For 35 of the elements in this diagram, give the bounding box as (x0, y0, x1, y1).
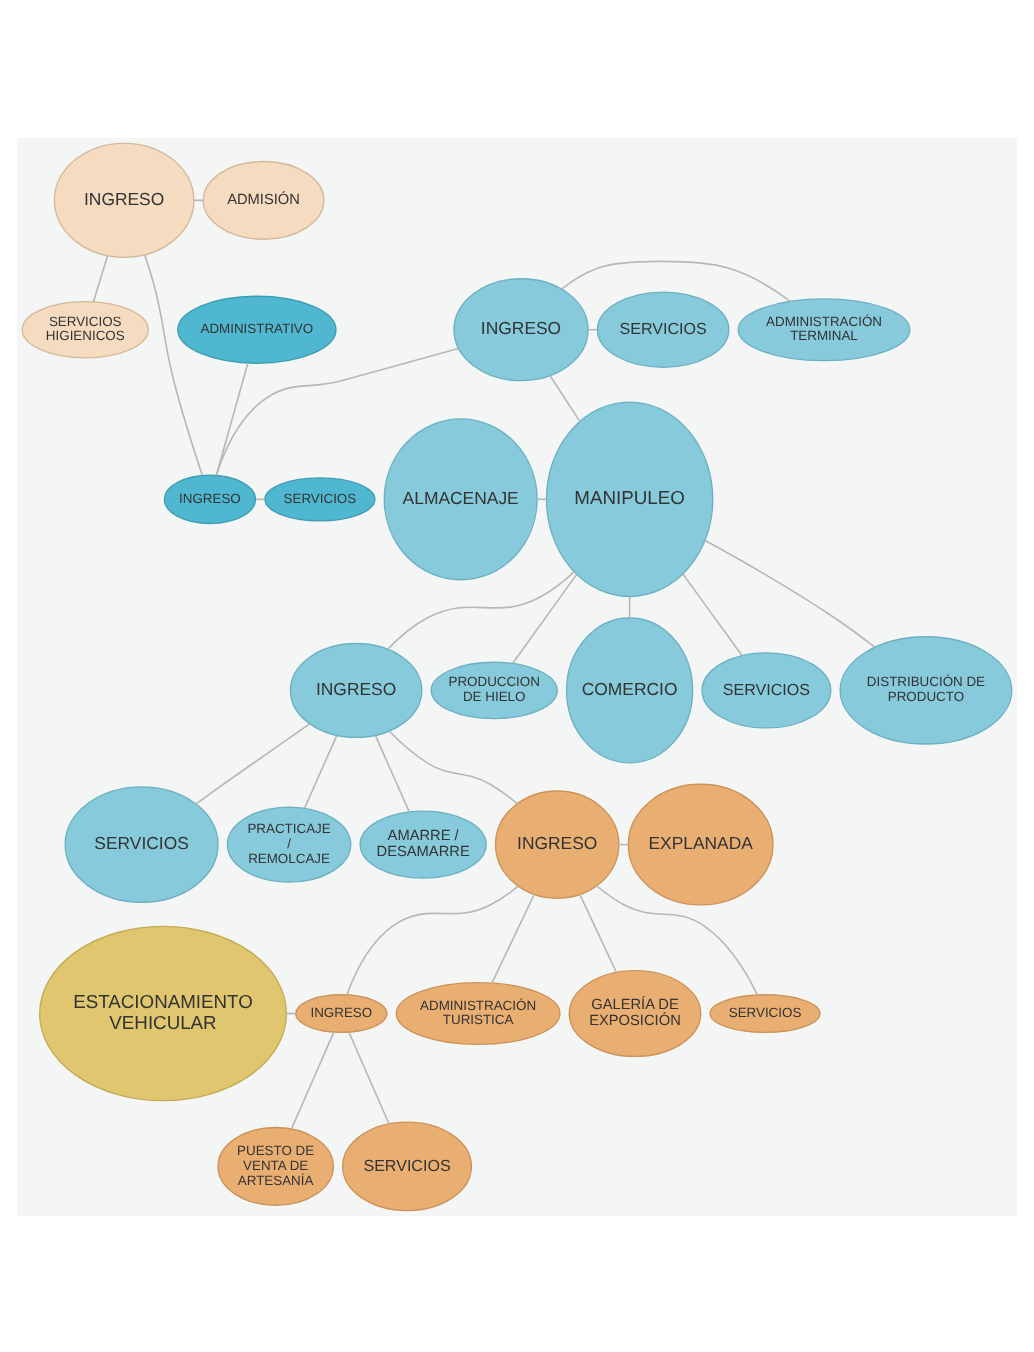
connector (491, 892, 535, 983)
connector (290, 1030, 335, 1129)
connector (511, 572, 578, 664)
connector (388, 729, 518, 804)
connector (682, 572, 743, 656)
node-ellipse: INGRESO (53, 141, 195, 257)
connector (561, 259, 791, 301)
connector (348, 1030, 390, 1124)
connector (215, 346, 460, 475)
node-ellipse: SERVICIOS (64, 785, 219, 902)
connector (704, 538, 876, 647)
connector (628, 595, 631, 618)
node-ellipse: INGRESO (494, 789, 620, 898)
connector (549, 374, 581, 421)
connector (215, 361, 249, 475)
connector (387, 570, 575, 649)
node-ellipse: AMARRE / DESAMARRE (359, 809, 487, 878)
node-ellipse: MANIPULEO (545, 400, 714, 597)
connector (143, 253, 204, 476)
connector (92, 254, 109, 302)
connector (579, 892, 618, 973)
node-ellipse: GALERÍA DE EXPOSICIÓN (568, 968, 702, 1057)
connector (596, 884, 759, 995)
connector (587, 327, 598, 330)
node-ellipse: INGRESO (453, 277, 589, 381)
node-ellipse: ADMISIÓN (202, 159, 325, 239)
node-ellipse: EXPLANADA (627, 782, 774, 905)
node-ellipse: COMERCIO (565, 616, 694, 763)
connector (346, 884, 519, 995)
node-ellipse: INGRESO (289, 641, 423, 737)
node-circle: ALMACENAJE (383, 417, 538, 580)
connector (374, 733, 410, 812)
connector (303, 733, 338, 808)
connector (195, 722, 311, 804)
node-ellipse: ESTACIONAMIENTO VEHICULAR (39, 924, 288, 1101)
